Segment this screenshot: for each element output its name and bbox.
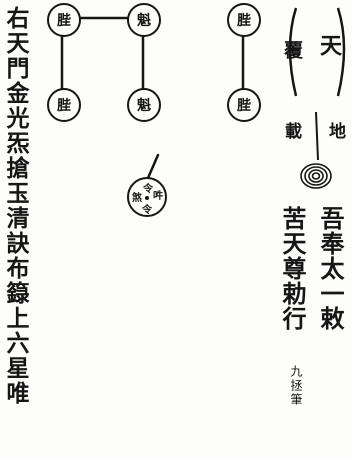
bracket-right (336, 7, 346, 97)
star-circle-5: 魁 (127, 88, 161, 122)
earth-character: 地 (325, 122, 345, 139)
star-circle-6: 䏶 (227, 88, 261, 122)
star-circle-2: 魁 (127, 3, 161, 37)
sky-character: 天 (316, 34, 342, 56)
seal-char-right: 吽 (153, 190, 163, 202)
seal-char-bottom: 令 (142, 204, 152, 216)
seal-char-top: 令 (143, 183, 153, 195)
cover-character: 覆 (281, 40, 303, 59)
left-column-text: 右天門金光炁搶玉清訣布籙上六星唯 (2, 6, 29, 406)
star-circle-1: 䏶 (47, 3, 81, 37)
star-circle-4: 䏶 (47, 88, 81, 122)
seal-icon (127, 153, 167, 217)
spiral-icon (300, 111, 332, 189)
star-circle-3: 䏶 (227, 3, 261, 37)
small-note: 九拯筆 (289, 365, 303, 407)
bracket-left (288, 7, 298, 97)
command-line-2: 苦天尊勅行 (278, 206, 307, 331)
carry-character: 載 (281, 122, 301, 139)
seal-char-left: 煞 (132, 192, 142, 204)
command-line-1: 吾奉太一敕 (316, 206, 345, 331)
